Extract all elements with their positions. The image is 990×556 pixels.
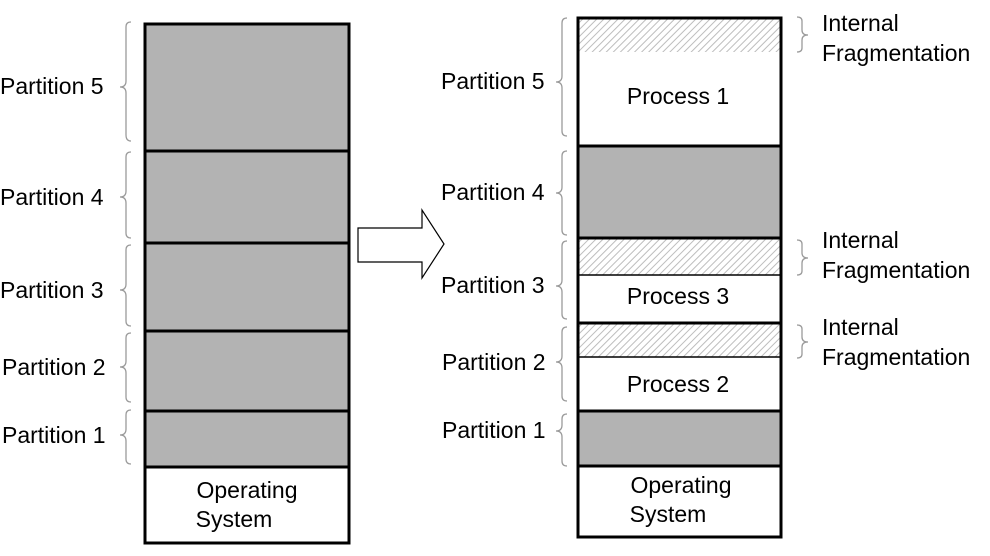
right-partition-2-process: Process 2: [627, 371, 729, 397]
left-os-label-line2: System: [196, 506, 273, 532]
fragmentation-middle-line1: Internal: [822, 227, 899, 253]
right-os-label-line1: Operating: [630, 472, 731, 498]
right-partition-4-label: Partition 4: [441, 179, 545, 205]
right-partition-5-fragment: [578, 18, 781, 52]
fragmentation-brace-top: [796, 16, 809, 53]
right-partition-2-brace: [555, 326, 568, 402]
fragmentation-brace-bottom: [796, 324, 809, 359]
right-partition-1-brace: [555, 413, 568, 467]
fragmentation-brace-middle: [796, 239, 809, 276]
left-partition-5-brace: [119, 21, 132, 142]
left-partition-3-brace: [119, 244, 132, 327]
fragmentation-bottom-line1: Internal: [822, 314, 899, 340]
right-partition-3-label: Partition 3: [441, 272, 545, 298]
left-os-block: [143, 465, 351, 545]
right-memory: Process 1 Process 3 Process 2 Operating …: [441, 16, 783, 539]
fragmentation-bottom-line2: Fragmentation: [822, 344, 970, 370]
right-partition-2-fragment: [578, 323, 781, 357]
transition-arrow: [357, 207, 445, 281]
left-partition-1-brace: [119, 409, 132, 465]
left-partition-4-brace: [119, 151, 132, 239]
left-os-label-line1: Operating: [196, 477, 297, 503]
left-partition-2-brace: [119, 332, 132, 403]
right-partition-4-brace: [555, 150, 568, 236]
right-partition-5-brace: [555, 17, 568, 137]
left-memory: Operating System Partition 5 Partition 4…: [0, 21, 351, 545]
left-partition-3-label: Partition 3: [0, 277, 104, 303]
fragmentation-top-line1: Internal: [822, 10, 899, 36]
fragmentation-top-line2: Fragmentation: [822, 40, 970, 66]
right-partition-1-label: Partition 1: [442, 417, 546, 443]
left-partition-5-block: [143, 22, 351, 153]
right-partition-5-process: Process 1: [627, 83, 729, 109]
left-partition-4-block: [143, 149, 351, 245]
left-partition-1-block: [143, 409, 351, 469]
left-partition-1-label: Partition 1: [2, 422, 106, 448]
right-partition-3-process: Process 3: [627, 283, 729, 309]
right-partition-3-fragment: [578, 238, 781, 275]
right-os-label-line2: System: [630, 501, 707, 527]
left-partition-4-label: Partition 4: [0, 184, 104, 210]
left-partition-3-block: [143, 241, 351, 333]
fragmentation-annotations: Internal Fragmentation Internal Fragment…: [796, 10, 970, 370]
fragmentation-middle-line2: Fragmentation: [822, 257, 970, 283]
right-partition-5-label: Partition 5: [441, 68, 545, 94]
right-partition-1-block: [576, 409, 783, 468]
left-partition-2-block: [143, 329, 351, 413]
right-partition-3-brace: [555, 240, 568, 320]
right-os-block: [576, 464, 783, 539]
right-partition-2-label: Partition 2: [442, 349, 546, 375]
left-partition-2-label: Partition 2: [2, 354, 106, 380]
right-partition-4-block: [576, 144, 783, 240]
left-partition-5-label: Partition 5: [0, 73, 104, 99]
